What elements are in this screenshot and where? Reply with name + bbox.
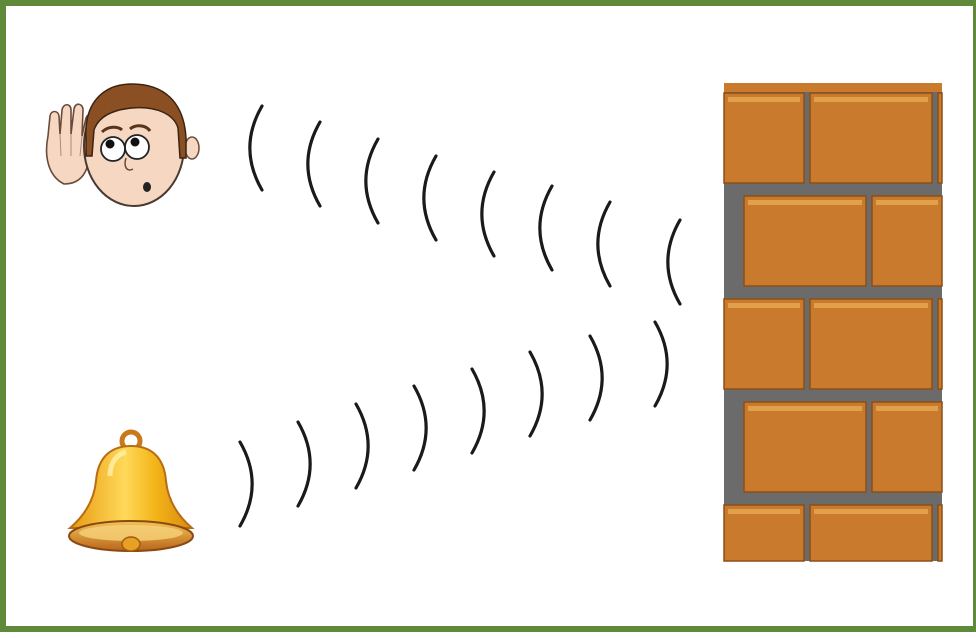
sound-echo-diagram bbox=[6, 6, 976, 638]
reflected-wave-arc bbox=[366, 139, 378, 223]
reflected-wave-arc bbox=[250, 106, 262, 190]
brick-pattern bbox=[724, 83, 942, 561]
brick-highlight bbox=[876, 200, 938, 205]
brick-highlight bbox=[728, 97, 800, 102]
incident-wave-arc bbox=[530, 352, 542, 436]
brick bbox=[872, 402, 942, 492]
reflected-wave-arc bbox=[540, 186, 552, 270]
reflected-wave-arc bbox=[308, 122, 320, 206]
brick bbox=[724, 299, 804, 389]
brick bbox=[744, 402, 866, 492]
brick-highlight bbox=[814, 97, 928, 102]
reflected-wave-arc bbox=[482, 172, 494, 256]
brick bbox=[724, 93, 804, 183]
reflected-wave-arc bbox=[668, 220, 680, 304]
brick-highlight bbox=[876, 406, 938, 411]
brick bbox=[938, 299, 942, 389]
brick-wall bbox=[724, 83, 942, 561]
incident-wave-arc bbox=[414, 386, 426, 470]
brick-highlight bbox=[748, 406, 862, 411]
brick-highlight bbox=[728, 303, 800, 308]
incident-wave-arc bbox=[472, 369, 484, 453]
brick-highlight bbox=[728, 509, 800, 514]
brick bbox=[744, 196, 866, 286]
reflected-sound-waves bbox=[250, 106, 680, 304]
brick bbox=[872, 196, 942, 286]
incident-wave-arc bbox=[655, 322, 667, 406]
incident-wave-arc bbox=[298, 422, 310, 506]
brick bbox=[724, 83, 942, 92]
incident-wave-arc bbox=[356, 404, 368, 488]
incident-wave-arc bbox=[240, 442, 252, 526]
incident-wave-arc bbox=[590, 336, 602, 420]
reflected-wave-arc bbox=[598, 202, 610, 286]
incident-sound-waves bbox=[240, 322, 667, 526]
listener-face bbox=[47, 84, 199, 206]
brick bbox=[810, 299, 932, 389]
brick-highlight bbox=[814, 303, 928, 308]
reflected-wave-arc bbox=[424, 156, 436, 240]
brick bbox=[938, 505, 942, 561]
brick-highlight bbox=[748, 200, 862, 205]
brick bbox=[938, 93, 942, 183]
brick-highlight bbox=[814, 509, 928, 514]
brick bbox=[810, 93, 932, 183]
bell bbox=[69, 432, 193, 551]
